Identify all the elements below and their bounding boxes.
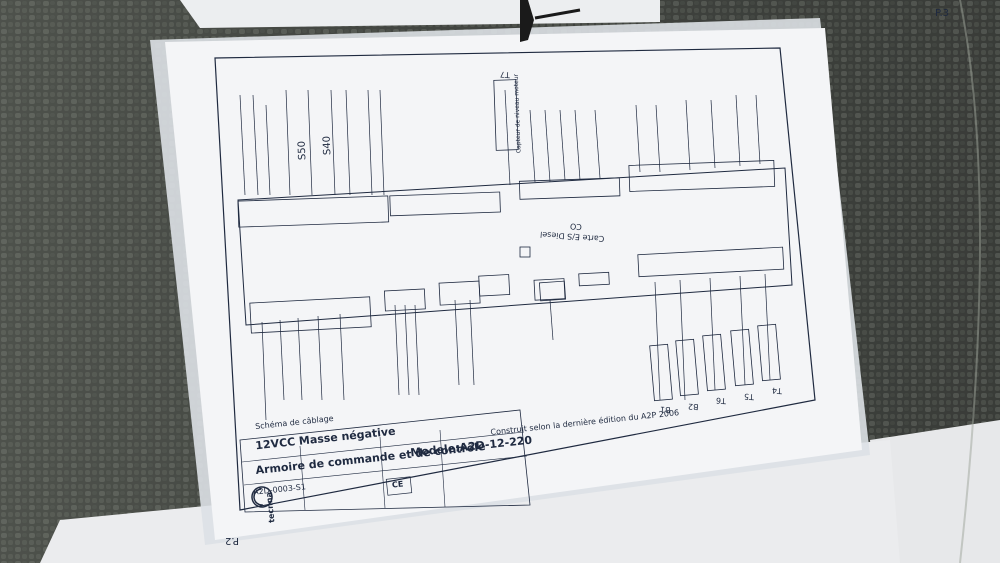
- page-number: P.2: [225, 535, 240, 546]
- sensor-boxes-lower: [649, 323, 781, 402]
- controller-board: [237, 167, 793, 326]
- sensor-b1-label: B1: [659, 404, 671, 415]
- brand-logo: [251, 486, 273, 508]
- under-sheet-top: [180, 0, 660, 28]
- terminal-strip-top: [237, 160, 776, 228]
- glass-edge: [959, 0, 981, 563]
- sensor-t5-label: T5: [743, 391, 755, 402]
- wires-top: [239, 89, 761, 196]
- wires-bottom: [261, 273, 771, 421]
- paper-sheet: [165, 28, 862, 540]
- sensor-t7-label: T7: [499, 69, 511, 80]
- title-block-box: [239, 409, 531, 513]
- terminal-strip-bottom: [249, 246, 785, 334]
- zip-tie: [520, 0, 534, 42]
- sensor-s50-label: S50: [296, 140, 309, 161]
- sensor-t7-box: [493, 79, 519, 151]
- page-number-top: P.3: [935, 8, 950, 19]
- sensor-t4-label: T4: [771, 385, 783, 396]
- under-sheet-right: [870, 420, 1000, 563]
- sensor-b2-label: B2: [687, 401, 699, 412]
- connector-db: [538, 280, 567, 302]
- board-co-label: CO: [569, 221, 583, 232]
- ce-mark: CE: [391, 479, 404, 490]
- ce-mark-box: [385, 476, 413, 496]
- sensor-s40-label: S40: [321, 135, 334, 156]
- chip-co: [519, 246, 531, 258]
- sensor-t6-label: T6: [715, 395, 727, 406]
- drawing-frame: [214, 47, 816, 511]
